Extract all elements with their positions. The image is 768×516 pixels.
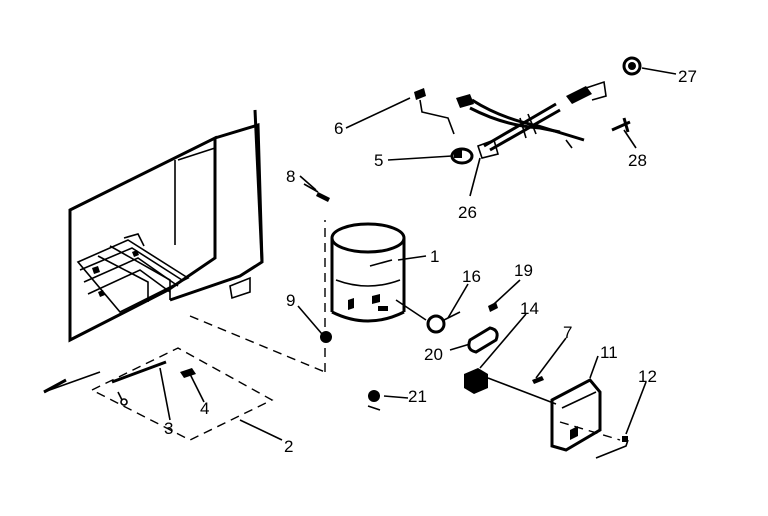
callout-3: 3 [164,419,173,438]
callout-12: 12 [638,367,657,386]
compressor [330,222,427,323]
assembly-dash-lines [90,220,621,441]
callout-9: 9 [286,291,295,310]
callout-labels: 1 2 3 4 5 6 7 8 9 11 12 14 16 19 20 21 2… [164,67,697,456]
retaining-clip-part [595,436,629,459]
relay-cap-part [450,147,474,165]
callout-20: 20 [424,345,443,364]
grommet-small-part [367,390,381,411]
cover-screw-part [532,376,544,384]
capacitor-part [467,326,499,354]
base-bracket-parts [111,360,196,406]
wire-clip-part [611,117,631,133]
callout-8: 8 [286,167,295,186]
callout-19: 19 [514,261,533,280]
callout-6: 6 [334,119,343,138]
callout-1: 1 [430,247,439,266]
callout-26: 26 [458,203,477,222]
callout-7: 7 [563,323,572,342]
callout-28: 28 [628,151,647,170]
overload-protector-part [426,311,461,334]
cabinet-outline [68,109,264,343]
callout-4: 4 [200,399,209,418]
terminal-cover-part [550,378,602,452]
callout-2: 2 [284,437,293,456]
screw-part [414,88,455,135]
power-plug-part [622,56,642,76]
cabinet-floor-shelves [76,233,190,313]
small-screw-part [488,302,498,312]
callout-16: 16 [462,267,481,286]
callout-14: 14 [520,299,539,318]
callout-21: 21 [408,387,427,406]
callout-5: 5 [374,151,383,170]
callout-11: 11 [600,343,618,362]
callout-27: 27 [678,67,697,86]
relay-part [464,368,557,405]
base-rail [43,371,101,394]
leader-lines [159,67,677,441]
grommet-part [320,331,332,343]
mounting-clip-part [303,183,330,202]
wiring-harness [456,80,607,159]
